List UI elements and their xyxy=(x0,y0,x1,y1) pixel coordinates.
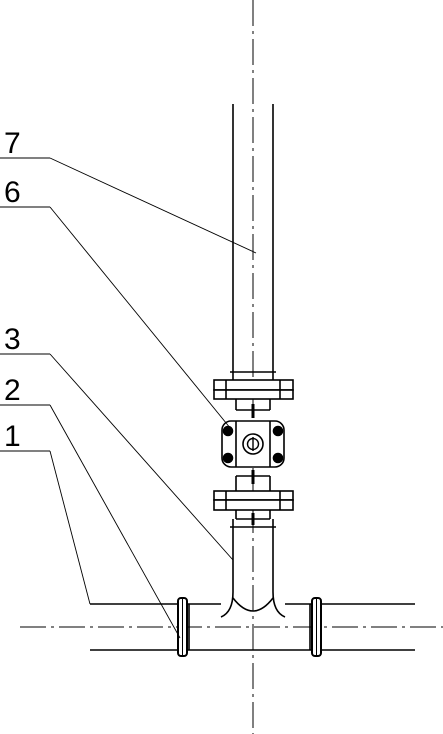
callout-number-2: 2 xyxy=(4,374,21,407)
callout-number-3: 3 xyxy=(4,323,21,356)
leader-1 xyxy=(0,450,91,605)
tee-branch xyxy=(220,519,286,618)
main-pipe xyxy=(90,603,415,651)
leader-2 xyxy=(0,404,181,639)
coupling-flange xyxy=(177,597,190,657)
upper-flange xyxy=(213,379,294,418)
lower-flange xyxy=(213,470,294,525)
leader-6 xyxy=(0,206,232,430)
callout-number-6: 6 xyxy=(4,176,21,209)
callout-number-1: 1 xyxy=(4,420,21,453)
leader-3 xyxy=(0,353,234,561)
valve xyxy=(221,420,285,468)
callout-number-7: 7 xyxy=(4,127,21,160)
leader-7 xyxy=(0,157,257,254)
centerlines xyxy=(20,0,443,734)
right-coupling xyxy=(309,597,322,657)
